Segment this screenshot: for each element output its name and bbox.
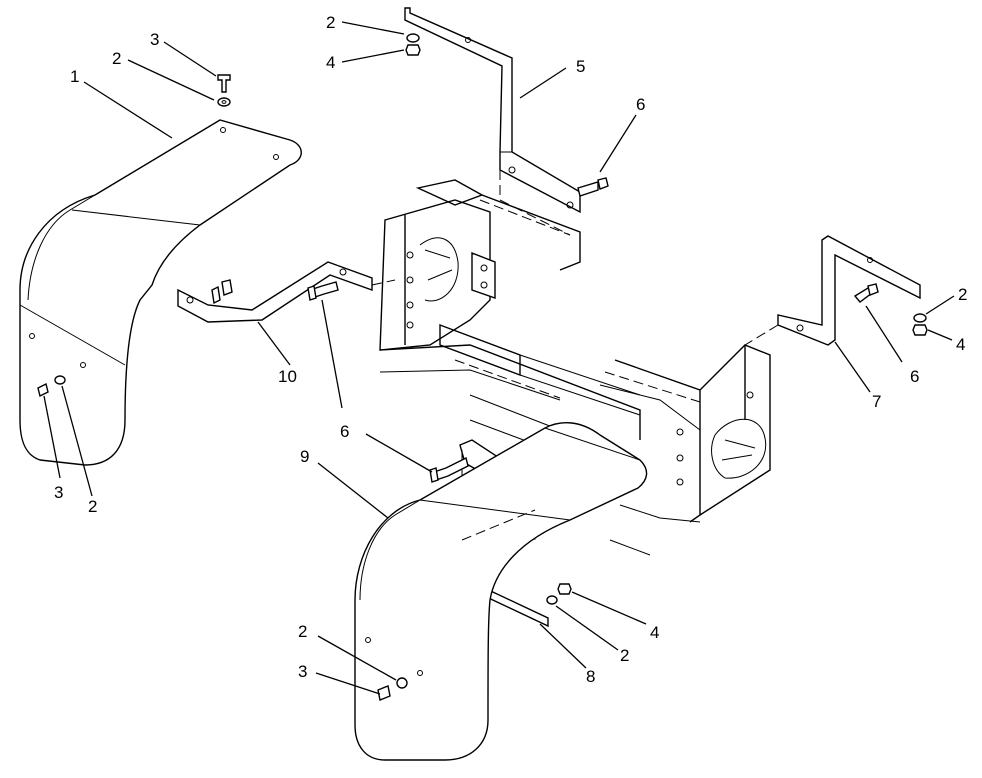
washer-icon [546, 595, 558, 605]
bracket-5 [404, 7, 581, 236]
callout-label: 2 [326, 13, 335, 32]
callout-label: 10 [278, 367, 297, 386]
callout-label: 1 [70, 67, 79, 86]
bracket-10 [177, 261, 396, 323]
callout-label: 2 [112, 49, 121, 68]
callout-label: 2 [88, 497, 97, 516]
washer-icon [211, 285, 221, 305]
callout-label: 6 [636, 95, 645, 114]
callout-label: 3 [54, 483, 63, 502]
callout-label: 2 [620, 646, 629, 665]
fender-9 [354, 422, 648, 761]
nut-icon [221, 279, 233, 296]
screw-icon [37, 382, 49, 398]
callout-label: 4 [956, 335, 965, 354]
hardware [37, 33, 928, 701]
leader-lines [43, 21, 955, 695]
washer-icon [217, 97, 231, 107]
callout-label: 9 [300, 447, 309, 466]
callouts: 1 2 3 2 4 5 6 2 4 6 7 10 3 2 6 9 4 2 8 2… [54, 13, 967, 686]
fender-1 [19, 119, 302, 466]
callout-label: 7 [872, 392, 881, 411]
nut-icon [557, 583, 572, 595]
callout-label: 3 [150, 30, 159, 49]
nut-icon [405, 44, 421, 56]
washer-icon [913, 313, 927, 323]
washer-icon [54, 375, 66, 385]
callout-label: 2 [298, 622, 307, 641]
screw-icon [217, 74, 231, 93]
callout-label: 3 [298, 662, 307, 681]
callout-label: 6 [910, 367, 919, 386]
frame-assembly [379, 179, 771, 556]
washer-icon [396, 677, 408, 689]
callout-label: 6 [340, 422, 349, 441]
washer-icon [406, 33, 420, 43]
callout-label: 8 [586, 667, 595, 686]
screw-icon [377, 685, 391, 701]
callout-label: 2 [958, 285, 967, 304]
bracket-7 [744, 235, 921, 346]
callout-label: 4 [650, 623, 659, 642]
bolt-icon [577, 181, 599, 197]
callout-label: 5 [576, 57, 585, 76]
nut-icon [912, 324, 928, 336]
callout-label: 4 [326, 53, 335, 72]
